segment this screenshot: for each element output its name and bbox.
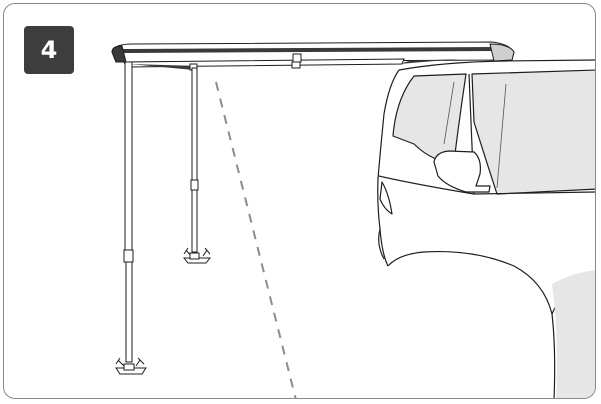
awning-illustration	[111, 41, 595, 398]
support-leg-left	[115, 61, 147, 375]
foot-base-left	[123, 363, 135, 371]
leg-right-lower	[191, 189, 198, 253]
awning	[111, 41, 515, 71]
foot-peg-left-b	[135, 357, 145, 367]
step-number-badge: 4	[24, 26, 74, 74]
wheel-arch	[387, 251, 556, 398]
awning-fabric-right	[399, 59, 459, 64]
leg-left-joint	[123, 249, 134, 263]
awning-end-cap-left	[111, 45, 127, 63]
side-mirror	[433, 150, 491, 193]
instruction-panel: 4	[3, 3, 596, 399]
vehicle-front-outline	[377, 69, 400, 267]
leg-right-joint	[190, 179, 199, 191]
leg-right-upper	[191, 67, 198, 181]
awning-bracket-center	[292, 53, 302, 63]
foot-peg-right-b	[202, 247, 211, 257]
front-window	[392, 73, 467, 160]
awning-bracket-lower	[291, 61, 301, 69]
foot-base-right	[189, 252, 200, 260]
foot-peg-left-a	[115, 357, 125, 367]
awning-fabric-left	[129, 64, 199, 70]
rear-window-reflection	[496, 83, 507, 189]
vehicle	[377, 59, 595, 398]
front-bumper	[378, 228, 385, 260]
front-window-reflection	[443, 81, 455, 145]
ground-guide-dashed-line	[215, 81, 297, 398]
marker-light	[379, 181, 393, 215]
awning-case-stripe	[122, 47, 494, 53]
support-leg-right	[182, 67, 212, 264]
leg-left-upper	[124, 61, 133, 251]
vehicle-body-line	[378, 175, 595, 195]
leg-left-lower	[125, 261, 133, 363]
awning-end-cap-right	[489, 43, 515, 62]
rear-window	[471, 69, 595, 195]
wheel-arch-shade	[552, 270, 595, 398]
